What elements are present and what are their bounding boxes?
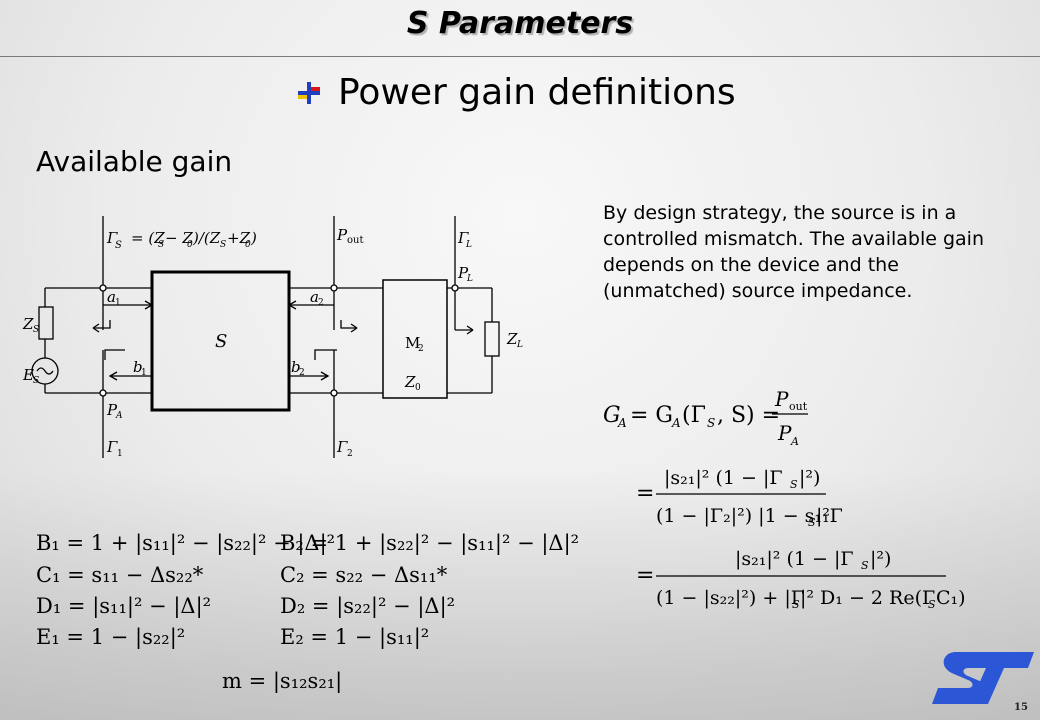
slide-title: S Parameters <box>406 6 634 41</box>
svg-text:2: 2 <box>318 298 324 308</box>
svg-text:1: 1 <box>115 298 121 308</box>
subtitle-row: Power gain definitions <box>296 72 736 113</box>
zs-label: Z <box>22 315 34 333</box>
svg-text:= (Z: = (Z <box>131 229 165 247</box>
eq-e2: E₂ = 1 − |s₁₁|² <box>280 625 429 650</box>
a2-label: a <box>310 288 319 306</box>
pl-label: P <box>457 264 469 282</box>
svg-text:A: A <box>115 411 123 421</box>
pa-label: P <box>106 401 118 419</box>
svg-text:1: 1 <box>141 368 147 378</box>
background-texture <box>0 470 1040 720</box>
bullet-icon <box>298 81 320 104</box>
svg-text:|²): |²) <box>799 467 820 489</box>
svg-text:0: 0 <box>245 240 251 250</box>
svg-text:2: 2 <box>299 368 305 378</box>
eq-d2: D₂ = |s₂₂|² − |Δ|² <box>280 594 455 619</box>
svg-text:, S) =: , S) = <box>717 403 780 428</box>
svg-text:2: 2 <box>347 449 353 459</box>
title-divider <box>0 56 1040 57</box>
eq-c2: C₂ = s₂₂ − Δs₁₁* <box>280 563 448 587</box>
svg-text:=: = <box>636 481 654 506</box>
gamma1-label: Γ <box>106 438 118 456</box>
svg-text:S: S <box>33 376 39 386</box>
svg-text:P: P <box>774 387 789 411</box>
svg-text:|s₂₁|² (1 − |Γ: |s₂₁|² (1 − |Γ <box>735 548 854 570</box>
eq-d1: D₁ = |s₁₁|² − |Δ|² <box>36 594 211 619</box>
svg-text:S: S <box>220 240 226 250</box>
svg-text:L: L <box>516 340 523 350</box>
svg-text:S: S <box>792 598 800 611</box>
svg-text:A: A <box>617 416 627 430</box>
svg-text:(1 − |s₂₂|²) + |Γ: (1 − |s₂₂|²) + |Γ <box>656 587 804 609</box>
eq-b1: B₁ = 1 + |s₁₁|² − |s₂₂|² − |Δ|² <box>36 531 335 556</box>
pout-label: P <box>336 226 348 244</box>
m2-label: M <box>405 334 420 352</box>
svg-text:)/(Z: )/(Z <box>192 229 221 247</box>
st-logo-icon <box>932 652 1034 704</box>
svg-text:S: S <box>33 325 39 335</box>
svg-text:1: 1 <box>117 449 123 459</box>
eq-b2: B₂ = 1 + |s₂₂|² − |s₁₁|² − |Δ|² <box>280 531 579 556</box>
gamma-s-label: Γ <box>106 229 118 247</box>
b2-label: b <box>291 358 301 376</box>
svg-text:S: S <box>861 559 869 572</box>
svg-text:A: A <box>790 435 799 448</box>
svg-text:S: S <box>115 240 122 251</box>
eq-c1: C₁ = s₁₁ − Δs₂₂* <box>36 563 204 587</box>
svg-text:out: out <box>789 400 808 413</box>
svg-text:P: P <box>777 421 792 445</box>
s-block-label: S <box>215 331 227 352</box>
svg-text:= G: = G <box>630 403 673 428</box>
svg-text:0: 0 <box>187 240 193 250</box>
description-paragraph: By design strategy, the source is in a c… <box>603 202 984 302</box>
svg-text:A: A <box>671 416 681 430</box>
a1-label: a <box>107 288 116 306</box>
svg-text:0: 0 <box>415 383 421 393</box>
zl-label: Z <box>506 330 518 348</box>
section-heading: Available gain <box>36 145 233 178</box>
svg-text:2: 2 <box>418 344 424 354</box>
z0-label: Z <box>404 373 416 391</box>
svg-text:C₁): C₁) <box>936 587 966 609</box>
svg-text:S: S <box>158 240 164 250</box>
b1-label: b <box>133 358 143 376</box>
svg-text:− Z: − Z <box>165 229 193 247</box>
svg-text:S: S <box>808 516 816 529</box>
svg-text:|²): |²) <box>870 548 891 570</box>
svg-text:|s₂₁|² (1 − |Γ: |s₂₁|² (1 − |Γ <box>664 467 783 489</box>
gamma2-label: Γ <box>336 438 348 456</box>
svg-text:L: L <box>466 274 473 284</box>
svg-text:+Z: +Z <box>227 229 251 247</box>
svg-text:): ) <box>250 229 257 247</box>
gamma-l-label: Γ <box>457 229 469 247</box>
svg-text:(1 − |Γ₂|²) |1 − s₁₁Γ: (1 − |Γ₂|²) |1 − s₁₁Γ <box>656 505 843 527</box>
svg-text:S: S <box>790 478 798 491</box>
svg-text:L: L <box>465 240 472 250</box>
svg-text:G: G <box>603 403 621 428</box>
svg-text:S: S <box>928 598 936 611</box>
pout-sub: out <box>347 235 363 246</box>
eq-m: m = |s₁₂s₂₁| <box>222 669 342 694</box>
subtitle: Power gain definitions <box>338 72 736 113</box>
svg-text:|²: |² <box>816 505 830 527</box>
svg-text:(Γ: (Γ <box>682 403 706 428</box>
page-number: 15 <box>1014 702 1028 713</box>
svg-text:=: = <box>636 563 654 588</box>
svg-text:|² D₁ − 2 Re(Γ: |² D₁ − 2 Re(Γ <box>800 587 935 609</box>
svg-text:S: S <box>707 416 715 430</box>
eq-e1: E₁ = 1 − |s₂₂|² <box>36 625 185 650</box>
es-label: E <box>22 366 34 384</box>
